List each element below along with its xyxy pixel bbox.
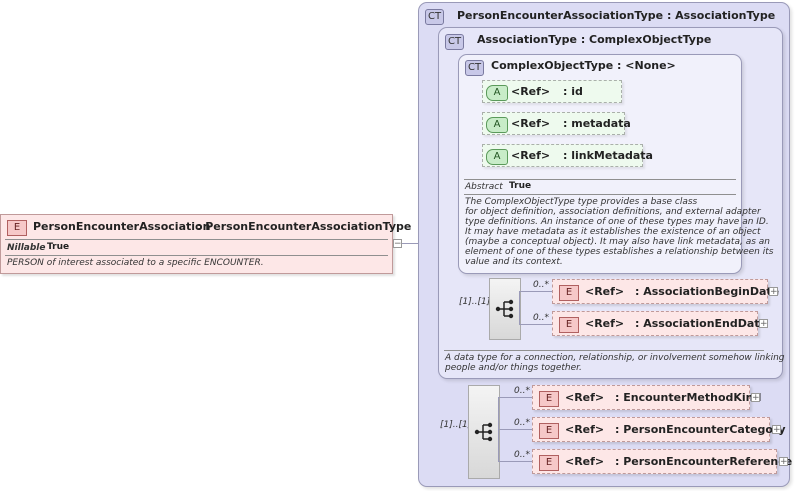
element-badge: E [559,317,579,333]
root-description: PERSON of interest associated to a speci… [7,258,264,268]
divider [444,350,764,351]
attribute-name: : linkMetadata [563,149,653,162]
attribute-metadata[interactable]: A <Ref> : metadata [482,112,631,135]
connector-seq-h1 [519,291,553,292]
root-element-box[interactable]: E PersonEncounterAssociation : PersonEnc… [0,214,411,274]
connector-root [402,243,430,244]
complex-desc-2: for object definition, association defin… [465,207,761,217]
attribute-link-metadata[interactable]: A <Ref> : linkMetadata [482,144,653,167]
element-association-end-date[interactable]: E <Ref> : AssociationEndDate [552,311,767,336]
attribute-badge: A [486,117,508,133]
complex-desc-1: The ComplexObjectType type provides a ba… [465,197,698,207]
element-person-encounter-reference[interactable]: E <Ref> : PersonEncounterReference [532,449,792,474]
complex-desc-7: value and its context. [465,257,563,267]
sequence-compositor[interactable] [468,385,500,479]
element-occurs: 0..* [514,450,530,460]
element-ref: <Ref> [585,285,625,298]
sequence-icon [474,422,493,442]
element-ref: <Ref> [565,455,605,468]
element-ref: <Ref> [565,391,605,404]
connector-seq-h2 [519,324,553,325]
element-name: : EncounterMethodKind [615,391,762,404]
attribute-badge: A [486,85,508,101]
element-person-encounter-category[interactable]: E <Ref> : PersonEncounterCategory [532,417,786,442]
element-occurs: 0..* [533,313,549,323]
attribute-name: : metadata [563,117,631,130]
attribute-badge: A [486,149,508,165]
sequence-icon [495,299,514,319]
association-type-desc-1: A data type for a connection, relationsh… [445,353,785,363]
element-occurs: 0..* [533,280,549,290]
root-element-name: PersonEncounterAssociation [33,220,211,233]
divider [5,255,388,256]
connector-outer-h1 [498,397,532,398]
connector-outer-h2 [498,429,532,430]
association-type-title: AssociationType : ComplexObjectType [477,33,712,46]
element-badge: E [539,455,559,471]
element-name: : PersonEncounterReference [615,455,793,468]
element-ref: <Ref> [585,317,625,330]
element-ref: <Ref> [565,423,605,436]
attribute-id[interactable]: A <Ref> : id [482,80,622,103]
connector-seq-branch [519,291,520,324]
expand-icon[interactable]: + [759,319,768,329]
attribute-ref: <Ref> [511,85,551,98]
element-badge: E [7,220,27,236]
divider [5,239,388,240]
abstract-value: True [509,181,532,191]
divider [464,194,736,195]
element-association-begin-date[interactable]: E <Ref> : AssociationBeginDate [552,279,779,304]
element-badge: E [539,391,559,407]
complex-type-badge: CT [425,9,445,25]
element-badge: E [539,423,559,439]
complex-object-type-title: ComplexObjectType : <None> [491,59,676,72]
element-occurs: 0..* [514,418,530,428]
association-type-desc-2: people and/or things together. [445,363,582,373]
expand-icon[interactable]: + [751,393,760,403]
sequence-occurs: [1]..[1] [440,420,472,430]
expand-icon[interactable]: + [772,425,781,435]
root-element-type: : PersonEncounterAssociationType [197,220,412,233]
element-name: : AssociationEndDate [635,317,768,330]
element-encounter-method-kind[interactable]: E <Ref> : EncounterMethodKind [532,385,761,410]
element-name: : PersonEncounterCategory [615,423,786,436]
connector-outer-h3 [498,461,532,462]
sequence-compositor[interactable] [489,278,521,340]
nillable-value: True [47,242,70,252]
abstract-label: Abstract [465,182,503,192]
outer-type-title: PersonEncounterAssociationType : Associa… [457,9,776,22]
attribute-name: : id [563,85,583,98]
divider [464,179,736,180]
attribute-ref: <Ref> [511,117,551,130]
attribute-ref: <Ref> [511,149,551,162]
collapse-icon[interactable]: − [393,239,402,249]
expand-icon[interactable]: + [779,457,788,467]
element-name: : AssociationBeginDate [635,285,780,298]
complex-desc-6: element of one of these types establishe… [465,247,774,257]
nillable-label: Nillable [7,243,46,253]
sequence-occurs: [1]..[1] [459,297,491,307]
element-occurs: 0..* [514,386,530,396]
complex-desc-3: type definitions. An instance of one of … [465,217,769,227]
complex-desc-4: It may have metadata as it establishes t… [465,227,761,237]
complex-desc-5: (maybe a conceptual object). It may also… [465,237,770,247]
expand-icon[interactable]: + [769,287,778,297]
element-badge: E [559,285,579,301]
complex-type-badge: CT [445,34,465,50]
complex-type-badge: CT [465,60,485,76]
